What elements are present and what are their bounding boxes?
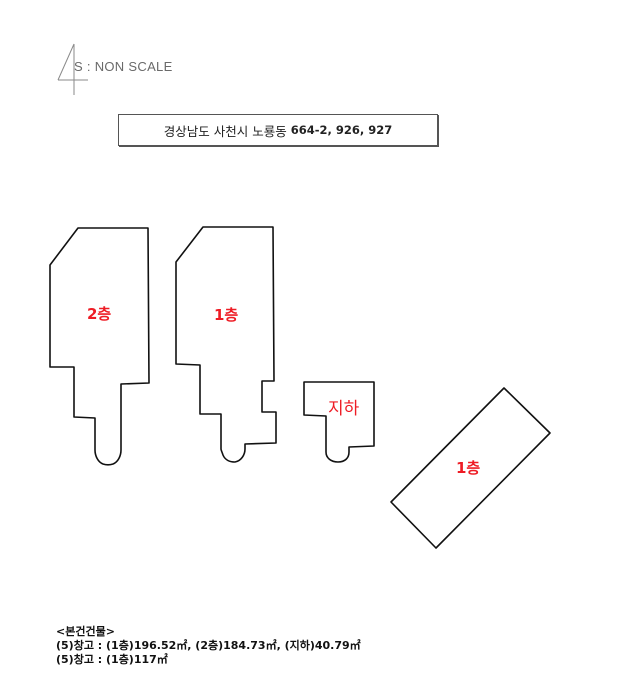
- floor-label-1f-annex: 1층: [456, 459, 481, 477]
- building-outline-1f-annex: [390, 387, 551, 549]
- notes-line: (5)창고 : (1층)117㎡: [56, 653, 168, 666]
- address-region: 경상남도 사천시 노룡동: [163, 123, 287, 139]
- floor-label-basement: 지하: [328, 399, 360, 419]
- floor-label-2f: 2층: [87, 305, 112, 323]
- scale-label: S : NON SCALE: [74, 59, 173, 74]
- building-outline-basement: [303, 381, 375, 463]
- notes-title: <본건건물>: [56, 625, 115, 638]
- floor-label-1f: 1층: [214, 306, 239, 324]
- address-lots: 664-2, 926, 927: [290, 123, 393, 137]
- building-notes: <본건건물> (5)창고 : (1층)196.52㎡, (2층)184.73㎡,…: [56, 625, 361, 667]
- building-outline-1f: [175, 226, 277, 463]
- north-arrow-icon: [57, 43, 88, 95]
- building-outline-2f: [49, 227, 150, 466]
- address-box: 경상남도 사천시 노룡동 664-2, 926, 927: [118, 114, 438, 146]
- notes-line: (5)창고 : (1층)196.52㎡, (2층)184.73㎡, (지하)40…: [56, 639, 361, 652]
